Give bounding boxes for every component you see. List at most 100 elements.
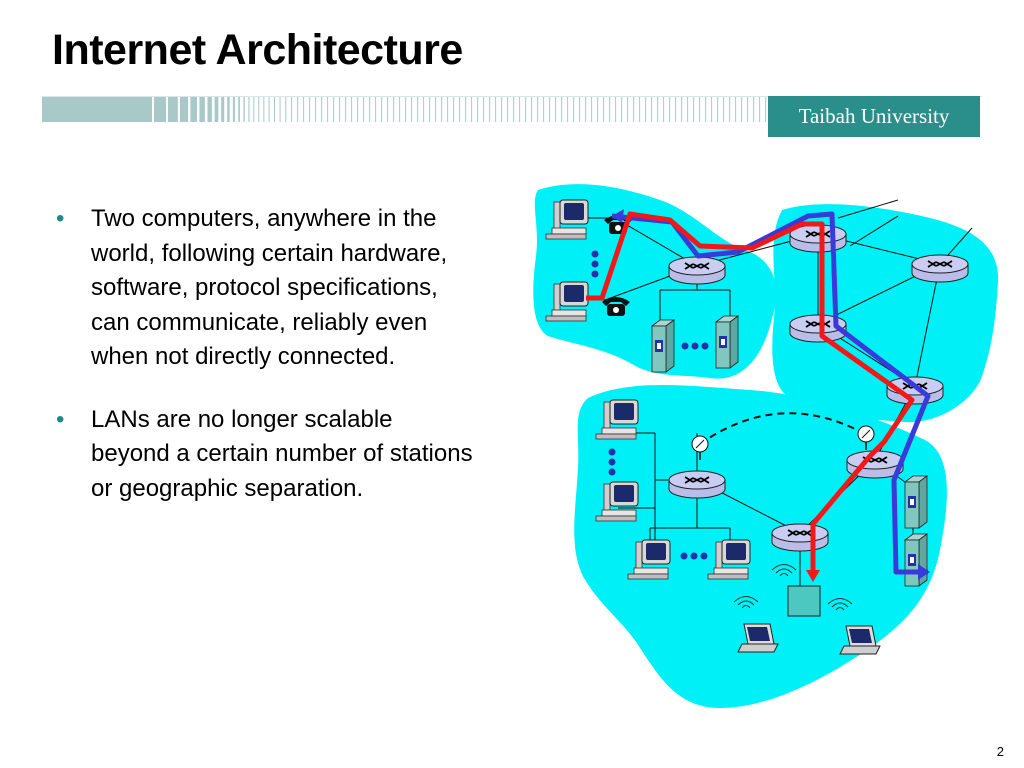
- slide-title: Internet Architecture: [52, 26, 463, 74]
- header-stripe: [549, 96, 551, 122]
- header-stripe: [154, 96, 166, 122]
- header-stripe: [315, 96, 317, 122]
- header-stripe: [507, 96, 509, 122]
- header-stripe: [693, 96, 695, 122]
- header-stripe: [645, 96, 647, 122]
- header-stripe: [214, 96, 219, 122]
- server-icon: [651, 319, 675, 373]
- header-stripe: [375, 96, 377, 122]
- wireless-access-point-icon: [787, 585, 821, 617]
- header-stripe: [327, 96, 329, 122]
- header-stripe: [657, 96, 659, 122]
- header-stripe: [603, 96, 605, 122]
- header-stripe: [705, 96, 707, 122]
- header-stripe: [232, 96, 235, 122]
- header-stripe: [519, 96, 521, 122]
- header-stripe: [537, 96, 539, 122]
- header-stripe: [681, 96, 683, 122]
- header-stripe: [453, 96, 455, 122]
- server-icon: [904, 475, 928, 529]
- header-stripe: [441, 96, 443, 122]
- header-stripe: [357, 96, 359, 122]
- router-icon: [668, 470, 726, 499]
- header-stripe: [363, 96, 365, 122]
- header-stripe: [429, 96, 431, 122]
- header-stripe: [417, 96, 419, 122]
- header-stripe: [351, 96, 353, 122]
- path-blue: [611, 211, 931, 575]
- header-stripe: [609, 96, 611, 122]
- satellite-dish-icon: [857, 425, 875, 450]
- header-stripe: [238, 96, 240, 122]
- header-stripe: [243, 96, 245, 122]
- router-icon: [789, 224, 847, 253]
- header-stripe: [405, 96, 407, 122]
- header-stripe: [765, 96, 767, 122]
- bullet-item: • LANs are no longer scalable beyond a c…: [56, 403, 476, 507]
- header-stripe: [561, 96, 563, 122]
- header-stripe: [333, 96, 335, 122]
- bullet-dot-icon: •: [56, 205, 65, 232]
- header-stripe: [309, 96, 311, 122]
- header-stripe: [495, 96, 497, 122]
- header-stripe: [483, 96, 485, 122]
- satellite-link: [699, 412, 866, 445]
- header-stripe: [579, 96, 581, 122]
- header-stripe: [597, 96, 599, 122]
- bullet-dot-icon: •: [56, 405, 65, 433]
- header-stripe: [513, 96, 515, 122]
- server-icon: [904, 533, 928, 587]
- header-stripe: [263, 96, 265, 122]
- header-stripe: [411, 96, 413, 122]
- header-stripe: [393, 96, 395, 122]
- header-stripe: [591, 96, 593, 122]
- internet-network-diagram: [533, 184, 999, 708]
- header-stripe: [573, 96, 575, 122]
- header-stripe: [381, 96, 383, 122]
- header-stripe: [248, 96, 250, 122]
- header-stripe: [729, 96, 731, 122]
- header-stripe: [179, 96, 189, 122]
- header-stripe: [447, 96, 449, 122]
- header-stripe: [639, 96, 641, 122]
- page-number: 2: [996, 744, 1004, 759]
- header-stripe: [501, 96, 503, 122]
- header-stripe: [423, 96, 425, 122]
- bullet-text: Two computers, anywhere in the world, fo…: [91, 205, 448, 370]
- header-stripe: [717, 96, 719, 122]
- bullet-item: • Two computers, anywhere in the world, …: [56, 202, 476, 375]
- header-stripe: [253, 96, 255, 122]
- header-stripe: [168, 96, 178, 122]
- header-stripe: [531, 96, 533, 122]
- header-stripe: [621, 96, 623, 122]
- bullet-text: LANs are no longer scalable beyond a cer…: [91, 405, 473, 502]
- header-stripe: [567, 96, 569, 122]
- header-stripe: [303, 96, 305, 122]
- router-icon: [911, 254, 969, 283]
- header-stripe: [723, 96, 725, 122]
- header-stripe: [321, 96, 323, 122]
- header-stripe: [199, 96, 205, 122]
- header-stripe: [669, 96, 671, 122]
- header-stripe: [399, 96, 401, 122]
- header-stripe: [759, 96, 761, 122]
- header-stripe: [459, 96, 461, 122]
- header-stripe: [345, 96, 347, 122]
- header-stripe: [291, 96, 293, 122]
- header-stripe: [221, 96, 225, 122]
- header-stripe: [555, 96, 557, 122]
- router-icon: [771, 523, 829, 552]
- header-stripe: [369, 96, 371, 122]
- header-stripe: [651, 96, 653, 122]
- header-stripe: [585, 96, 587, 122]
- header-stripe: [687, 96, 689, 122]
- header-stripe: [258, 96, 260, 122]
- university-badge: Taibah University: [768, 96, 980, 137]
- header-stripe: [190, 96, 197, 122]
- header-stripe: [627, 96, 629, 122]
- header-stripe: [735, 96, 737, 122]
- header-stripe: [543, 96, 545, 122]
- header-stripe: [633, 96, 635, 122]
- header-stripe: [663, 96, 665, 122]
- header-stripe: [615, 96, 617, 122]
